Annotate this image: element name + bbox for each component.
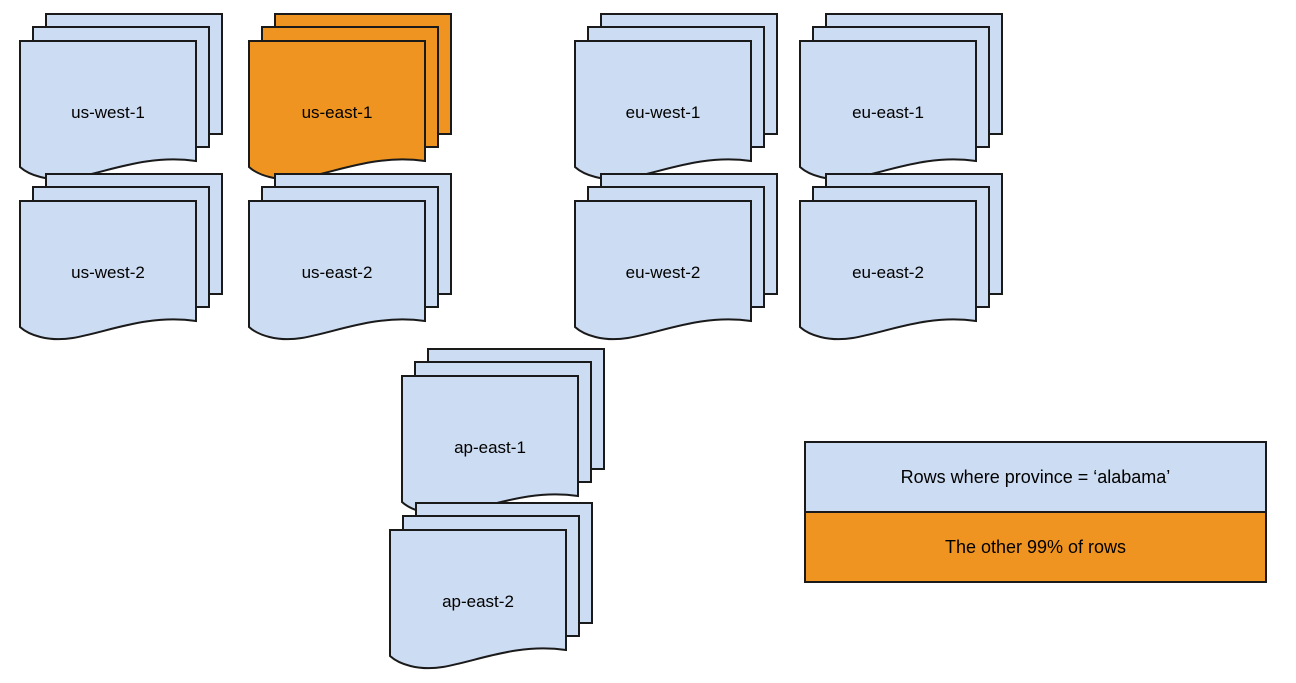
document-sheet-front — [19, 200, 197, 341]
document-stack-eu-west-1[interactable]: eu-west-1 — [574, 13, 781, 194]
document-stack-ap-east-2[interactable]: ap-east-2 — [389, 502, 596, 683]
document-sheet-front — [799, 40, 977, 181]
document-sheet-front — [574, 200, 752, 341]
document-stack-us-west-2[interactable]: us-west-2 — [19, 173, 226, 354]
document-stack-shape — [799, 173, 1003, 341]
document-stack-us-east-2[interactable]: us-east-2 — [248, 173, 455, 354]
document-stack-shape — [248, 13, 452, 181]
document-sheet-front — [401, 375, 579, 516]
document-stack-shape — [19, 173, 223, 341]
document-sheet-front — [389, 529, 567, 670]
document-stack-shape — [799, 13, 1003, 181]
legend-label-other: The other 99% of rows — [944, 536, 1127, 557]
document-sheet-front — [248, 200, 426, 341]
document-stack-eu-east-1[interactable]: eu-east-1 — [799, 13, 1006, 194]
document-stack-shape — [19, 13, 223, 181]
document-stack-shape — [389, 502, 593, 670]
document-sheet-front — [248, 40, 426, 181]
document-stack-shape — [248, 173, 452, 341]
document-stack-us-west-1[interactable]: us-west-1 — [19, 13, 226, 194]
document-stack-shape — [574, 13, 778, 181]
document-sheet-front — [799, 200, 977, 341]
document-sheet-front — [19, 40, 197, 181]
document-stack-eu-west-2[interactable]: eu-west-2 — [574, 173, 781, 354]
document-stack-eu-east-2[interactable]: eu-east-2 — [799, 173, 1006, 354]
document-sheet-front — [574, 40, 752, 181]
document-stack-ap-east-1[interactable]: ap-east-1 — [401, 348, 608, 529]
legend: Rows where province = ‘alabama’ The othe… — [804, 441, 1267, 583]
legend-label-alabama: Rows where province = ‘alabama’ — [900, 466, 1171, 487]
document-stack-shape — [401, 348, 605, 516]
legend-row-alabama: Rows where province = ‘alabama’ — [806, 443, 1265, 513]
document-stack-shape — [574, 173, 778, 341]
legend-row-other: The other 99% of rows — [806, 513, 1265, 581]
document-stack-us-east-1[interactable]: us-east-1 — [248, 13, 455, 194]
